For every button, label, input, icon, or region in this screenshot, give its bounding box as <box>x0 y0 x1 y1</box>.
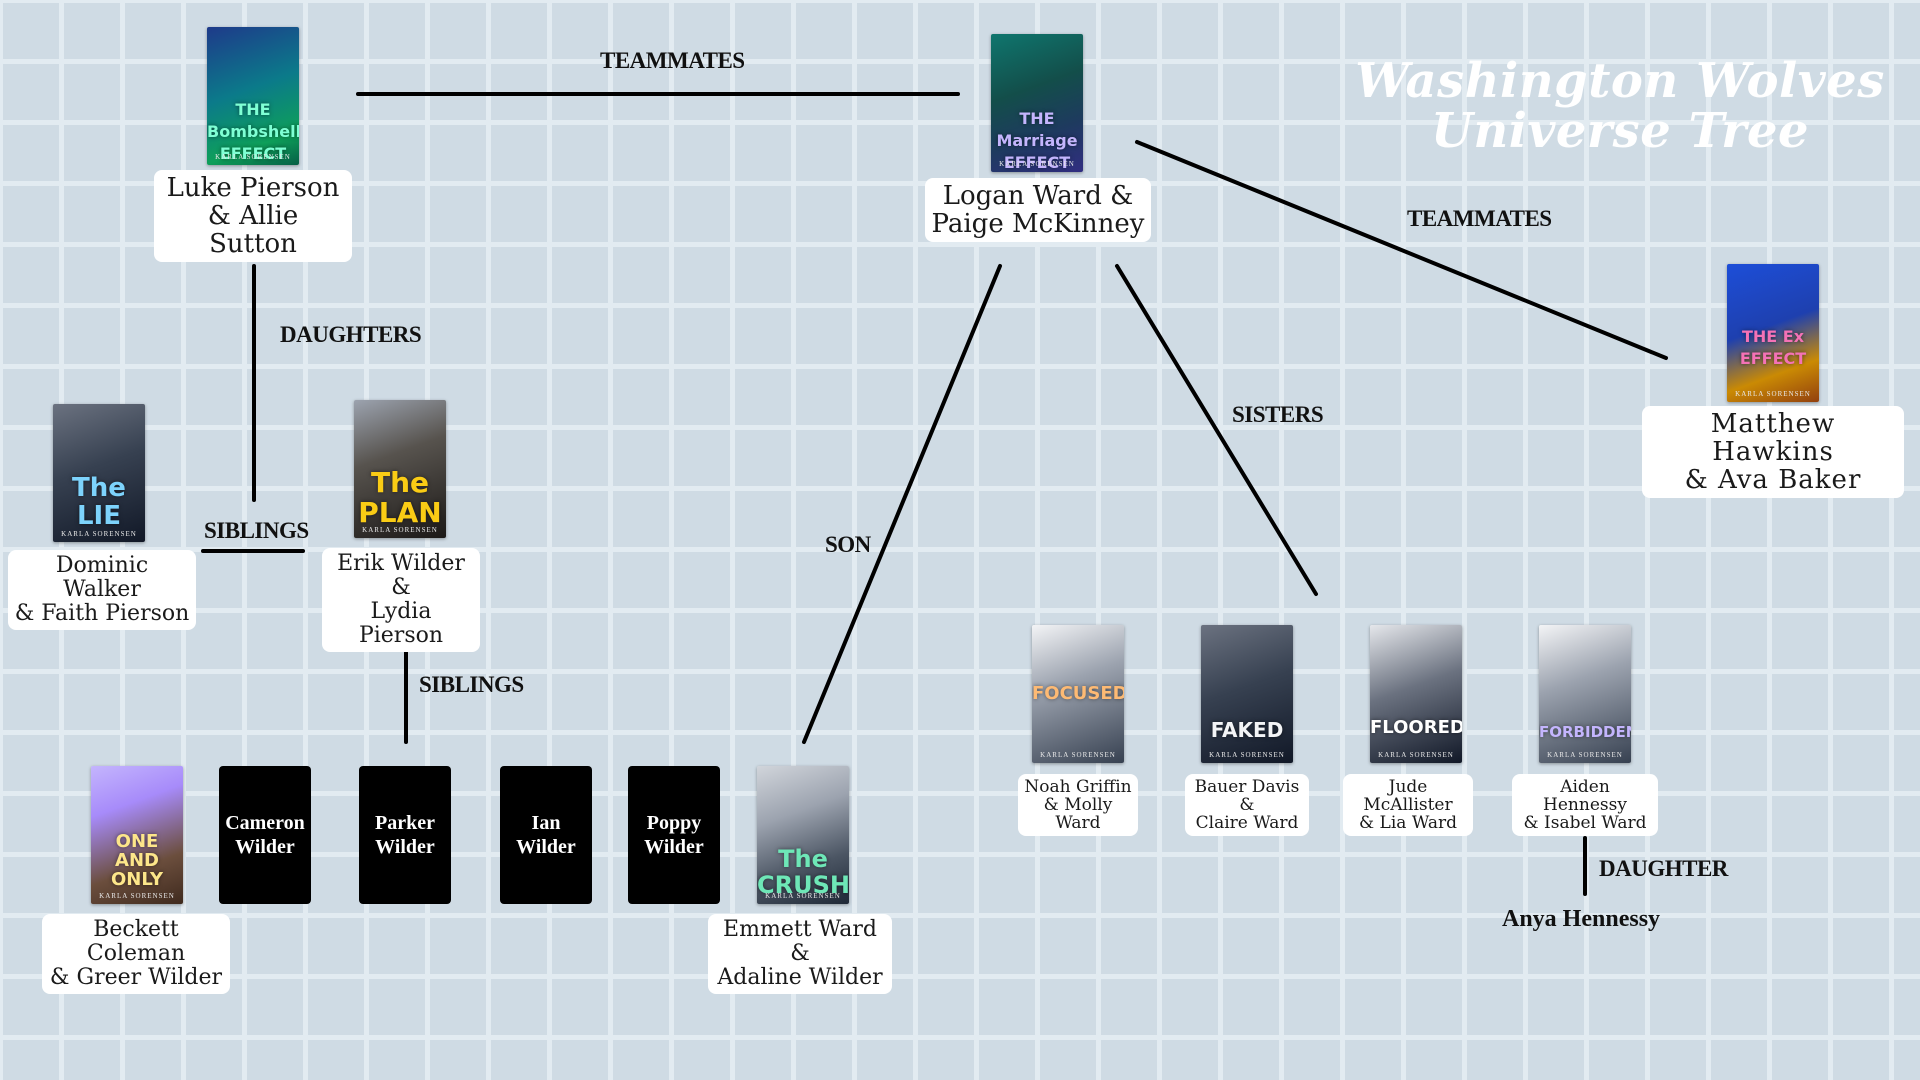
cover-author: KARLA SORENSEN <box>1209 751 1285 759</box>
label-daughter: DAUGHTER <box>1599 856 1728 881</box>
couple-luke-allie: Luke Pierson & Allie Sutton <box>154 170 352 262</box>
cover-author: KARLA SORENSEN <box>1735 390 1811 398</box>
cover-title: The CRUSH <box>757 845 849 899</box>
couple-jude-lia: Jude McAllister & Lia Ward <box>1343 774 1473 836</box>
label-teammates-top: TEAMMATES <box>600 48 745 73</box>
diagram-title: Washington Wolves Universe Tree <box>1340 56 1900 156</box>
cover-title: THE Marriage EFFECT <box>996 109 1078 172</box>
sibling-name: Parker Wilder <box>375 812 435 858</box>
title-line-2: Universe Tree <box>1430 103 1810 159</box>
label-sisters: SISTERS <box>1232 402 1324 427</box>
label-teammates-right: TEAMMATES <box>1407 206 1552 231</box>
cover-author: KARLA SORENSEN <box>1040 751 1116 759</box>
couple-noah-molly: Noah Griffin & Molly Ward <box>1018 774 1138 836</box>
cover-title: FAKED <box>1210 718 1284 742</box>
cover-author: KARLA SORENSEN <box>999 160 1075 168</box>
cover-title: FOCUSED <box>1032 683 1124 704</box>
cover-author: KARLA SORENSEN <box>99 892 175 900</box>
cover-title: ONE AND ONLY <box>110 831 164 890</box>
couple-dominic-faith: Dominic Walker & Faith Pierson <box>8 550 196 630</box>
sibling-ian-wilder: Ian Wilder <box>500 766 592 904</box>
book-cover-faked: FAKED KARLA SORENSEN <box>1201 625 1293 763</box>
title-line-1: Washington Wolves <box>1355 53 1885 109</box>
sibling-poppy-wilder: Poppy Wilder <box>628 766 720 904</box>
sibling-name: Poppy Wilder <box>644 812 704 858</box>
book-cover-the-crush: The CRUSH KARLA SORENSEN <box>757 766 849 904</box>
line-teammates-right <box>1135 140 1668 360</box>
cover-title: THE Ex EFFECT <box>1739 327 1807 368</box>
sibling-name: Ian Wilder <box>516 812 576 858</box>
cover-title: The LIE <box>72 473 126 531</box>
cover-author: KARLA SORENSEN <box>362 526 438 534</box>
book-cover-the-plan: The PLAN KARLA SORENSEN <box>354 400 446 538</box>
label-daughters: DAUGHTERS <box>280 322 422 347</box>
couple-emmett-adaline: Emmett Ward & Adaline Wilder <box>708 914 892 994</box>
line-son <box>802 264 1002 744</box>
cover-author: KARLA SORENSEN <box>215 153 291 161</box>
couple-matthew-ava: Matthew Hawkins & Ava Baker <box>1642 406 1904 498</box>
child-anya-hennessy: Anya Hennessy <box>1502 906 1661 932</box>
label-siblings-left: SIBLINGS <box>204 518 309 543</box>
couple-logan-paige: Logan Ward & Paige McKinney <box>925 178 1151 242</box>
sibling-cameron-wilder: Cameron Wilder <box>219 766 311 904</box>
book-cover-one-and-only: ONE AND ONLY KARLA SORENSEN <box>91 766 183 904</box>
book-cover-focused: FOCUSED KARLA SORENSEN <box>1032 625 1124 763</box>
cover-author: KARLA SORENSEN <box>61 530 137 538</box>
book-cover-the-lie: The LIE KARLA SORENSEN <box>53 404 145 542</box>
cover-title: THE Bombshell EFFECT <box>207 100 299 163</box>
couple-bauer-claire: Bauer Davis & Claire Ward <box>1185 774 1309 836</box>
sibling-parker-wilder: Parker Wilder <box>359 766 451 904</box>
book-cover-ex-effect: THE Ex EFFECT KARLA SORENSEN <box>1727 264 1819 402</box>
line-sisters <box>1115 264 1318 596</box>
cover-author: KARLA SORENSEN <box>1547 751 1623 759</box>
cover-title: The PLAN <box>358 466 442 529</box>
couple-erik-lydia: Erik Wilder & Lydia Pierson <box>322 548 480 652</box>
cover-title: FORBIDDEN <box>1539 723 1631 741</box>
cover-author: KARLA SORENSEN <box>765 892 841 900</box>
book-cover-floored: FLOORED KARLA SORENSEN <box>1370 625 1462 763</box>
couple-beckett-greer: Beckett Coleman & Greer Wilder <box>42 914 230 994</box>
couple-aiden-isabel: Aiden Hennessy & Isabel Ward <box>1512 774 1658 836</box>
book-cover-marriage-effect: THE Marriage EFFECT KARLA SORENSEN <box>991 34 1083 172</box>
book-cover-forbidden: FORBIDDEN KARLA SORENSEN <box>1539 625 1631 763</box>
cover-title: FLOORED <box>1370 717 1462 738</box>
book-cover-bombshell-effect: THE Bombshell EFFECT KARLA SORENSEN <box>207 27 299 165</box>
label-siblings-center: SIBLINGS <box>419 672 524 697</box>
cover-author: KARLA SORENSEN <box>1378 751 1454 759</box>
sibling-name: Cameron Wilder <box>225 812 305 858</box>
label-son: SON <box>825 532 871 557</box>
